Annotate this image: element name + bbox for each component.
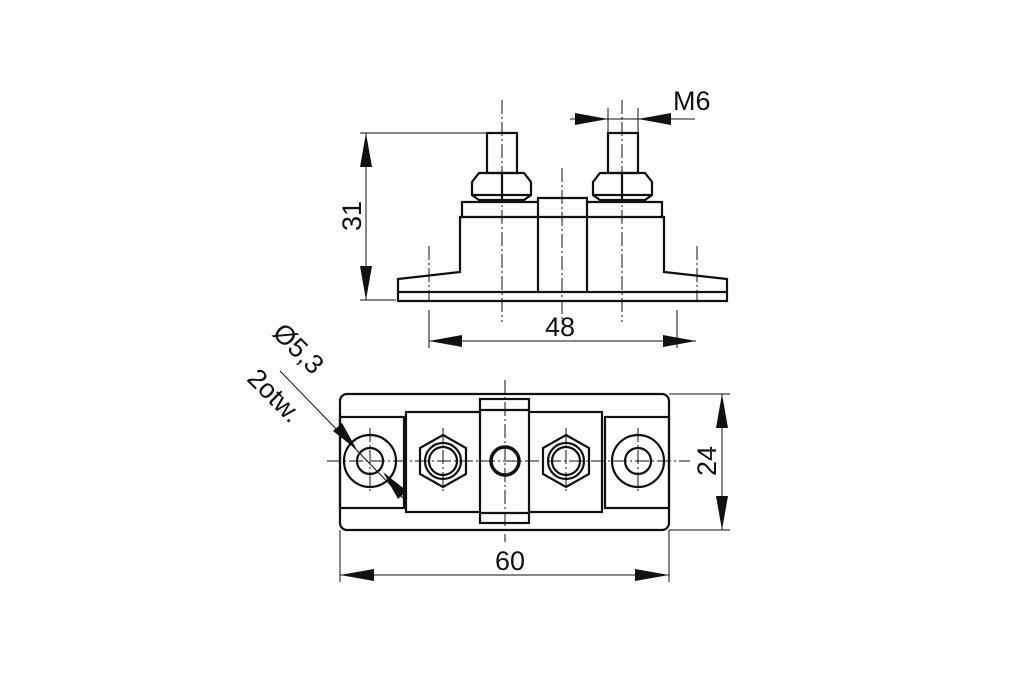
dim-height: 31 xyxy=(337,132,487,301)
dim-hole-spacing-label: 48 xyxy=(545,312,575,342)
dim-hole-spacing: 48 xyxy=(428,310,696,348)
dim-length-label: 60 xyxy=(495,546,525,576)
dim-thread-label: M6 xyxy=(673,86,711,116)
dim-thread: M6 xyxy=(570,86,711,133)
dim-hole-diameter: Ø5,3 2otw. xyxy=(241,317,407,501)
top-view: 24 60 Ø5,3 2otw. xyxy=(241,317,730,582)
dim-length: 60 xyxy=(339,530,670,582)
dim-width-label: 24 xyxy=(692,446,722,476)
dim-height-label: 31 xyxy=(337,201,367,231)
dim-width: 24 xyxy=(669,393,730,531)
dim-hole-diameter-label: Ø5,3 xyxy=(267,317,330,380)
side-view: 31 48 M6 xyxy=(337,86,729,348)
dim-hole-count-label: 2otw. xyxy=(241,363,307,429)
base-outline xyxy=(396,196,729,303)
